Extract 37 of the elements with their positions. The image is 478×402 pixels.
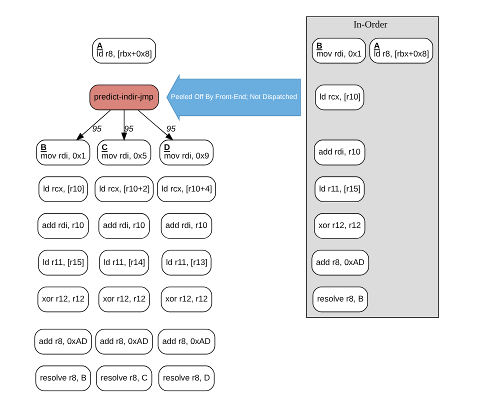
node-box: ld r11, [r15] [38,250,88,276]
node-box: add r8, 0xAD [94,328,152,354]
node-box: xor r12, r12 [160,286,212,312]
node-box: add rdi, r10 [98,213,150,239]
node-box: D mov rdi, 0x9 [158,140,214,166]
node-box: ld rcx, [r10+2] [94,176,154,202]
node-box: resolve r8, D [158,366,214,392]
arrow [137,110,173,141]
node-box: B mov rdi, 0x1 [36,140,90,166]
node-box: add r8, 0xAD [34,328,92,354]
node-box: add r8, 0xAD [311,250,369,276]
node-box: A ld r8, [rbx+0x8] [92,38,156,64]
node-box: resolve r8, B [312,286,368,312]
node-box: C mov rdi, 0x5 [96,140,151,166]
edge-label: 95 [92,123,102,134]
node-box: ld rcx, [r10] [38,176,88,202]
node-box: ld rcx, [r10] [314,84,364,110]
arrow [120,110,127,141]
node-box: add rdi, r10 [160,213,212,239]
node-box: xor r12, r12 [37,286,88,312]
node-box: ld r11, [r13] [161,250,211,276]
node-box: add rdi, r10 [37,213,88,239]
node-box: resolve r8, B [34,366,90,392]
node-box: ld r11, [r15] [314,176,364,202]
node-box: A ld r8, [rbx+0x8] [368,38,433,64]
node-box: resolve r8, C [96,366,152,392]
edge-label: 95 [124,123,133,134]
node-box: xor r12, r12 [98,286,150,312]
node-box: B mov rdi, 0x1 [311,38,366,64]
node-box: xor r12, r12 [313,213,365,239]
node-box: predict-indir-jmp [89,84,158,110]
node-box: ld rcx, [r10+4] [156,176,216,202]
node-box: ld r11, [r14] [98,250,149,276]
node-box: add rdi, r10 [313,140,365,166]
arrow [75,110,110,141]
node-box: add r8, 0xAD [157,328,215,354]
edge-label: 95 [166,123,176,134]
